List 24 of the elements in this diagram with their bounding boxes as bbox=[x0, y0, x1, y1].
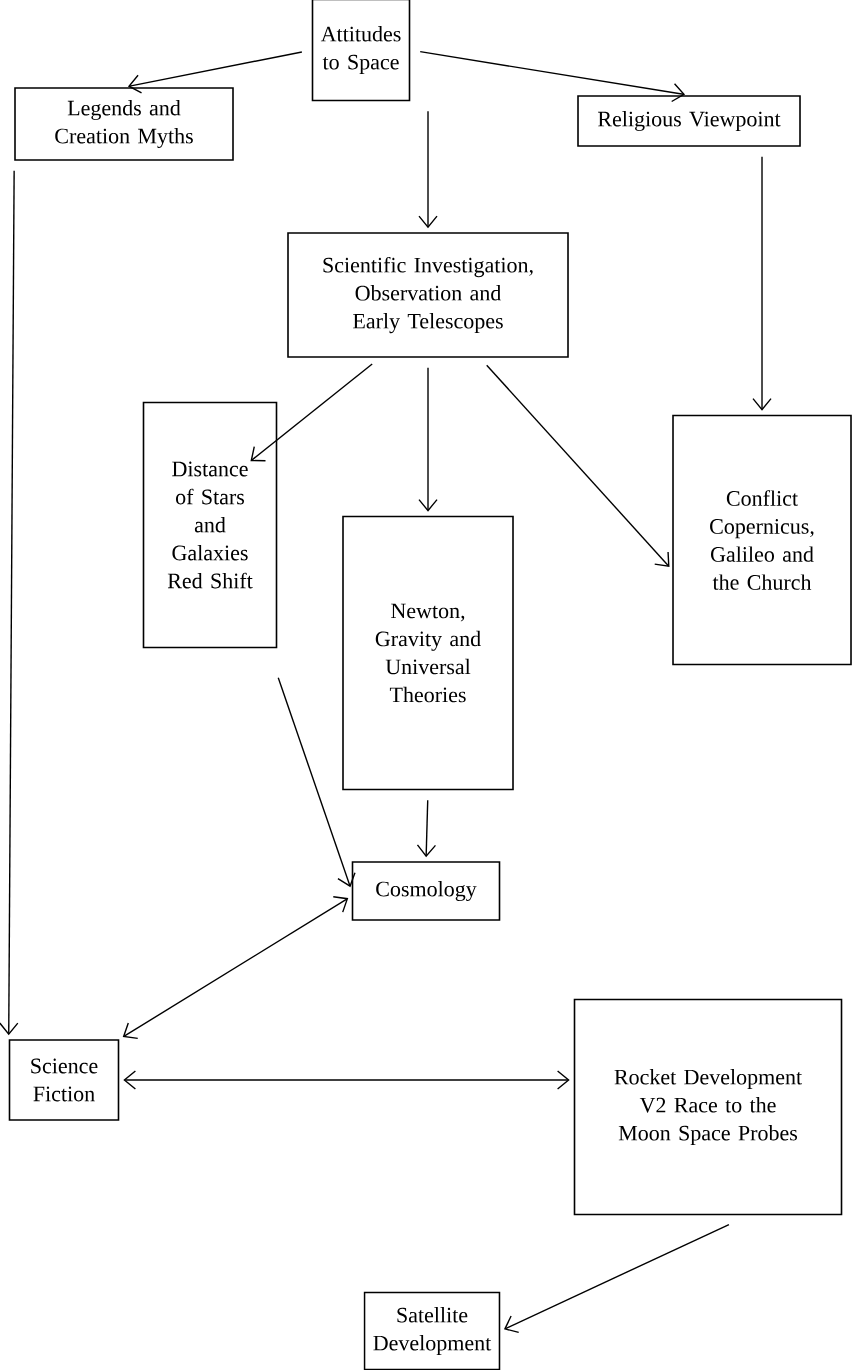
arrow bbox=[277, 677, 356, 888]
arrow bbox=[250, 363, 373, 462]
topic-box: Cosmology bbox=[351, 861, 501, 921]
arrow bbox=[486, 364, 670, 568]
arrow bbox=[122, 896, 349, 1040]
topic-box: Satellite Development bbox=[363, 1291, 501, 1370]
topic-box: Rocket Development V2 Race to the Moon Space Probes bbox=[573, 998, 843, 1216]
topic-box: Newton, Gravity and Universal Theories bbox=[342, 515, 514, 791]
topic-box: Science Fiction bbox=[8, 1039, 120, 1121]
arrow bbox=[0, 170, 19, 1036]
topic-box: Conflict Copernicus, Galileo and the Church bbox=[672, 414, 852, 666]
arrow bbox=[418, 367, 438, 512]
topic-box: Legends and Creation Myths bbox=[14, 87, 234, 161]
arrow bbox=[752, 156, 772, 411]
arrow bbox=[503, 1223, 730, 1334]
arrow bbox=[123, 1070, 570, 1090]
arrow bbox=[127, 51, 303, 94]
topic-box: Attitudes to Space bbox=[311, 0, 411, 102]
arrow bbox=[416, 799, 437, 858]
topic-box: Scientific Investigation, Observation and Early Telescopes bbox=[287, 232, 569, 358]
topic-box: Religious Viewpoint bbox=[577, 95, 801, 147]
arrow bbox=[418, 110, 438, 229]
arrow bbox=[419, 50, 686, 103]
topic-box: Distance of Stars and Galaxies Red Shift bbox=[142, 401, 278, 649]
